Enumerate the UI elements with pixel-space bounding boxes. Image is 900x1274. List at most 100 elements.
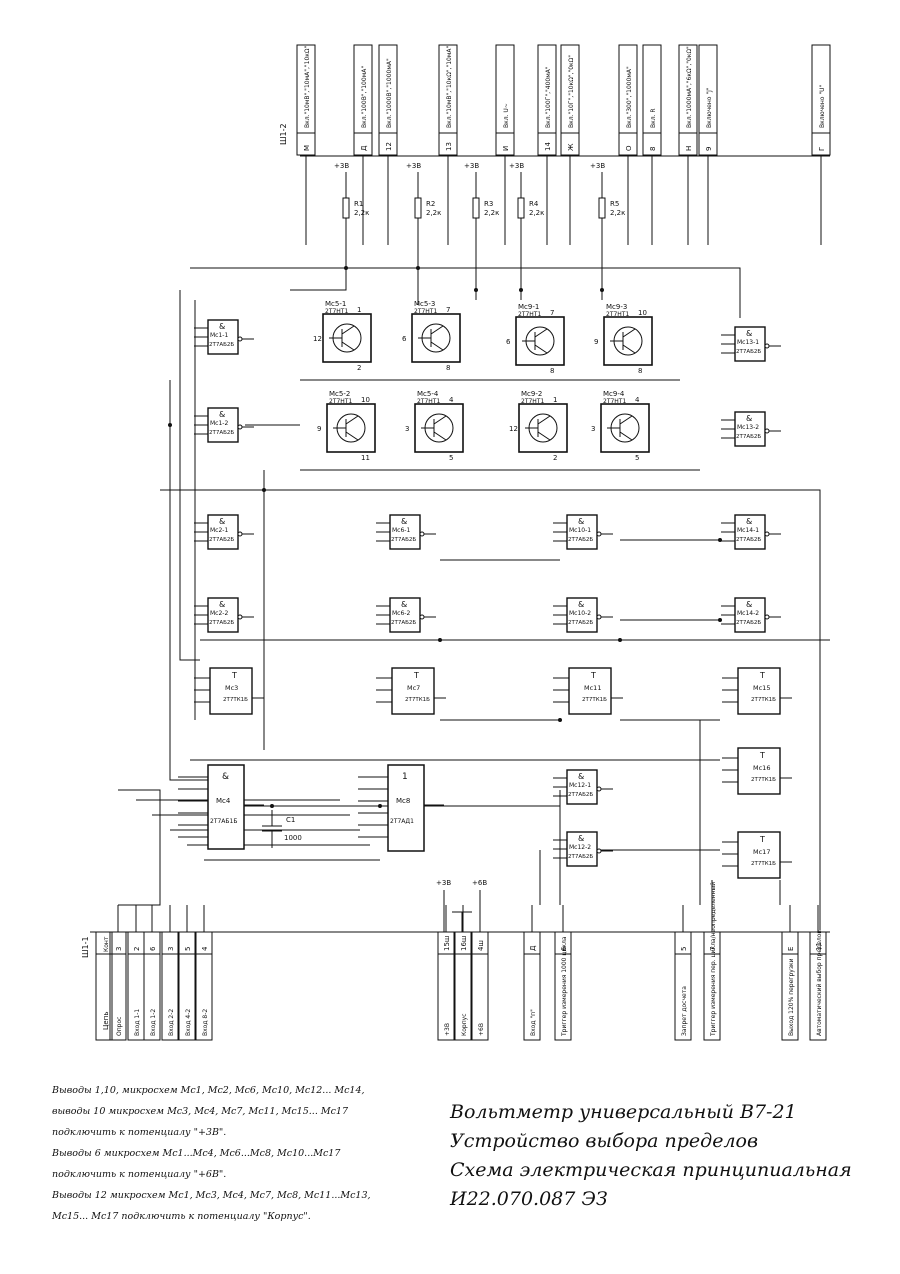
transistor-type: 2Т7НТ1 bbox=[521, 398, 544, 405]
transistor-package bbox=[518, 403, 568, 453]
junction-dot bbox=[416, 266, 420, 270]
transistor-type: 2Т7НТ1 bbox=[325, 308, 348, 315]
wire bbox=[430, 341, 444, 351]
resistor-body bbox=[342, 197, 350, 219]
transistor-pin: 4 bbox=[449, 396, 454, 404]
bottom-pin-number: 11 bbox=[815, 942, 823, 951]
gate-symbol: & bbox=[219, 410, 225, 419]
bottom-signal-box bbox=[809, 953, 827, 1041]
chain-label: Цепь bbox=[102, 1012, 110, 1030]
junction-dot bbox=[600, 288, 604, 292]
trigger-type: 2Т7ТК1Б bbox=[405, 697, 430, 703]
gate-ref: Мс13-1 bbox=[737, 339, 759, 346]
transistor-pin: 4 bbox=[635, 396, 640, 404]
top-signal-box bbox=[560, 44, 580, 134]
junction-dot bbox=[168, 423, 172, 427]
top-pin-number: Г bbox=[818, 147, 826, 151]
bottom-pin-signal: Корпус bbox=[461, 1013, 468, 1036]
transistor-ref: Мс5-2 bbox=[329, 390, 350, 398]
transistor-package bbox=[326, 403, 376, 453]
logic-gate bbox=[207, 319, 239, 355]
gate-symbol: & bbox=[746, 517, 752, 526]
inverter-bubble bbox=[764, 428, 770, 434]
transistor-type: 2Т7НТ1 bbox=[603, 398, 626, 405]
top-signal-box bbox=[537, 44, 557, 134]
top-signal-box bbox=[642, 44, 662, 134]
bottom-signal-box bbox=[178, 953, 196, 1041]
wire bbox=[622, 328, 636, 338]
trigger-block bbox=[737, 667, 781, 715]
bottom-pin-number: 4ш bbox=[477, 940, 485, 951]
bottom-signal-box bbox=[437, 953, 455, 1041]
bottom-pin-signal: Опрос bbox=[116, 1017, 123, 1036]
wire bbox=[537, 415, 551, 425]
gate-type: 2Т7АБ2Б bbox=[568, 854, 593, 860]
resistor-supply: +3В bbox=[406, 162, 421, 170]
top-signal-box bbox=[618, 44, 638, 134]
transistor-symbol bbox=[421, 323, 451, 353]
bus-wire bbox=[169, 380, 208, 781]
top-pin-signal: Вкл. U~ bbox=[503, 103, 510, 128]
resistor-supply: +3В bbox=[464, 162, 479, 170]
transistor-symbol bbox=[525, 326, 555, 356]
transistor-ref: Мс5-1 bbox=[325, 300, 346, 308]
top-pin-signal: Включено "U" bbox=[819, 84, 826, 128]
transistor-type: 2Т7НТ1 bbox=[606, 311, 629, 318]
gate-ref: Мс1-1 bbox=[210, 332, 228, 339]
trigger-ref: Мс3 bbox=[225, 684, 238, 692]
bottom-pin-signal: Триггер измерения 1000 цикла bbox=[561, 936, 568, 1037]
transistor-package bbox=[515, 316, 565, 366]
resistor-value: 2,2к bbox=[529, 209, 544, 217]
transistor-pin: 2 bbox=[553, 454, 557, 462]
inverter-bubble bbox=[596, 531, 602, 537]
wire bbox=[345, 415, 359, 425]
supply-label-plus6: +6В bbox=[472, 879, 487, 887]
resistor-ref: R1 bbox=[354, 200, 363, 208]
note-line-1: Выводы 1,10, микросхем Мс1, Мс2, Мс6, Мс… bbox=[52, 1085, 365, 1096]
trigger-symbol: T bbox=[413, 671, 419, 680]
top-signal-box bbox=[353, 44, 373, 134]
wire bbox=[619, 415, 633, 425]
top-pin-number: 8 bbox=[649, 147, 657, 151]
gate-symbol: & bbox=[746, 600, 752, 609]
top-pin-number: И bbox=[502, 146, 510, 151]
gate-type: 2Т7АБ2Б bbox=[736, 349, 761, 355]
trigger-block bbox=[737, 831, 781, 879]
note-line-3: подключить к потенциалу "+3В". bbox=[52, 1127, 227, 1138]
transistor-pin: 9 bbox=[594, 338, 598, 346]
bottom-signal-box bbox=[454, 953, 472, 1041]
trigger-ref: Мс16 bbox=[753, 764, 770, 772]
top-pin-signal: Вкл."1000В","1000мА" bbox=[386, 58, 393, 128]
bottom-pin-number: 3 bbox=[115, 947, 123, 951]
wire bbox=[534, 328, 548, 338]
gate-ref: Мс2-2 bbox=[210, 610, 228, 617]
inverter-bubble bbox=[596, 786, 602, 792]
transistor-type: 2Т7НТ1 bbox=[417, 398, 440, 405]
bottom-pin-number: 16ш bbox=[460, 936, 468, 951]
inverter-bubble bbox=[237, 336, 243, 342]
transistor-type: 2Т7НТ1 bbox=[518, 311, 541, 318]
inverter-bubble bbox=[237, 424, 243, 430]
junction-dot bbox=[718, 618, 722, 622]
bottom-signal-box bbox=[471, 953, 489, 1041]
trigger-type: 2Т7ТК1Б bbox=[223, 697, 248, 703]
transistor-pin: 1 bbox=[357, 306, 361, 314]
big-logic-gate bbox=[207, 764, 245, 850]
junction-dot bbox=[718, 538, 722, 542]
trigger-type: 2Т7ТК1Б bbox=[751, 697, 776, 703]
bottom-pin-signal: Автоматический выбор пределов bbox=[816, 930, 823, 1036]
resistor-value: 2,2к bbox=[484, 209, 499, 217]
big-gate-ref: Мс4 bbox=[216, 797, 231, 805]
transistor-type: 2Т7НТ1 bbox=[329, 398, 352, 405]
bottom-signal-box bbox=[554, 953, 572, 1041]
bottom-pin-signal: +3В bbox=[444, 1023, 451, 1036]
bottom-signal-box bbox=[143, 953, 161, 1041]
bottom-signal-box bbox=[195, 953, 213, 1041]
bottom-pin-signal: Вход "п" bbox=[530, 1009, 537, 1036]
trigger-symbol: T bbox=[759, 671, 765, 680]
transistor-pin: 3 bbox=[405, 425, 409, 433]
inverter-bubble bbox=[596, 614, 602, 620]
bottom-signal-box bbox=[523, 953, 541, 1041]
wire bbox=[433, 415, 447, 425]
